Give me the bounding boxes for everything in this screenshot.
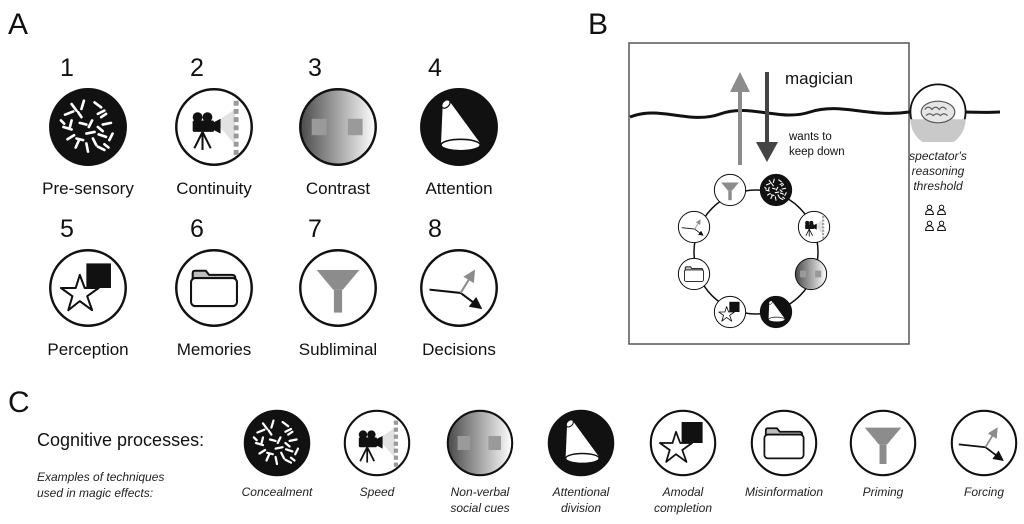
technique-label-4-line2: division: [561, 501, 601, 515]
ring-concealment-icon: [759, 173, 793, 207]
star-square-icon: [49, 249, 127, 327]
threshold-label-line2: reasoning: [912, 164, 965, 178]
ring-gradient-icon: [794, 257, 828, 291]
technique-icon-6: [750, 409, 818, 477]
process-label-5: Perception: [47, 340, 128, 359]
technique-icon-2: [343, 409, 411, 477]
ring-camera-icon: [797, 210, 831, 244]
keep-down-label-line1: wants to: [788, 131, 832, 143]
process-cycle-ring: [693, 189, 819, 315]
technique-label-5-line2: completion: [654, 501, 712, 515]
technique-row: Concealment Speed Non-verbal social cues Att…: [242, 409, 1017, 515]
threshold-label-line3: threshold: [913, 179, 963, 193]
process-number-3: 3: [308, 54, 322, 82]
process-number-6: 6: [190, 215, 204, 243]
technique-icon-8: [952, 411, 1016, 475]
funnel-icon: [299, 249, 377, 327]
technique-label-7: Priming: [863, 485, 904, 499]
ring-folder-icon: [677, 257, 711, 291]
ring-funnel-icon: [713, 173, 747, 207]
technique-label-8: Forcing: [964, 485, 1004, 499]
technique-icon-3: [446, 409, 514, 477]
panel-c-letter: C: [8, 386, 30, 419]
folder-icon: [175, 249, 253, 327]
process-label-4: Attention: [425, 179, 492, 198]
spotlight-icon: [420, 88, 498, 166]
technique-icon-4: [547, 409, 615, 477]
keep-down-label-line2: keep down: [789, 146, 845, 158]
technique-label-5: Amodal: [662, 485, 704, 499]
ring-star-square-icon: [713, 295, 747, 329]
technique-label-1: Concealment: [242, 485, 313, 499]
process-number-7: 7: [308, 215, 322, 243]
threshold-label-line1: spectator's: [909, 149, 967, 163]
technique-icon-7: [849, 409, 917, 477]
process-label-3: Contrast: [306, 179, 371, 198]
magician-label: magician: [785, 69, 853, 88]
process-number-4: 4: [428, 54, 442, 82]
gradient-icon: [299, 88, 377, 166]
techniques-subheading-line1: Examples of techniques: [37, 470, 164, 484]
process-number-5: 5: [60, 215, 74, 243]
techniques-subheading-line2: used in magic effects:: [37, 486, 153, 500]
process-number-8: 8: [428, 215, 442, 243]
people-icon: [925, 204, 946, 231]
technique-label-3-line2: social cues: [450, 501, 509, 515]
process-label-6: Memories: [177, 340, 252, 359]
process-label-2: Continuity: [176, 179, 252, 198]
concealment-icon: [48, 87, 128, 167]
technique-label-3: Non-verbal: [451, 485, 510, 499]
camera-icon: [175, 88, 253, 166]
ring-fork-arrow-icon: [678, 211, 709, 242]
technique-label-4: Attentional: [552, 485, 610, 499]
brain-icon: [909, 83, 967, 142]
cognitive-processes-heading: Cognitive processes:: [37, 430, 204, 450]
technique-icon-5: [649, 409, 717, 477]
process-label-8: Decisions: [422, 340, 496, 359]
process-label-7: Subliminal: [299, 340, 377, 359]
keep-down-arrow-head: [756, 142, 778, 162]
process-number-2: 2: [190, 54, 204, 82]
rising-arrow-head: [730, 72, 750, 92]
technique-icon-1: [243, 409, 311, 477]
fork-arrow-icon: [421, 250, 496, 325]
panel-b-letter: B: [588, 8, 608, 41]
process-label-1: Pre-sensory: [42, 179, 134, 198]
technique-label-6: Misinformation: [745, 485, 823, 499]
ring-spotlight-icon: [759, 295, 793, 329]
panel-a-letter: A: [8, 8, 28, 41]
technique-label-2: Speed: [360, 485, 395, 499]
process-number-1: 1: [60, 54, 74, 82]
